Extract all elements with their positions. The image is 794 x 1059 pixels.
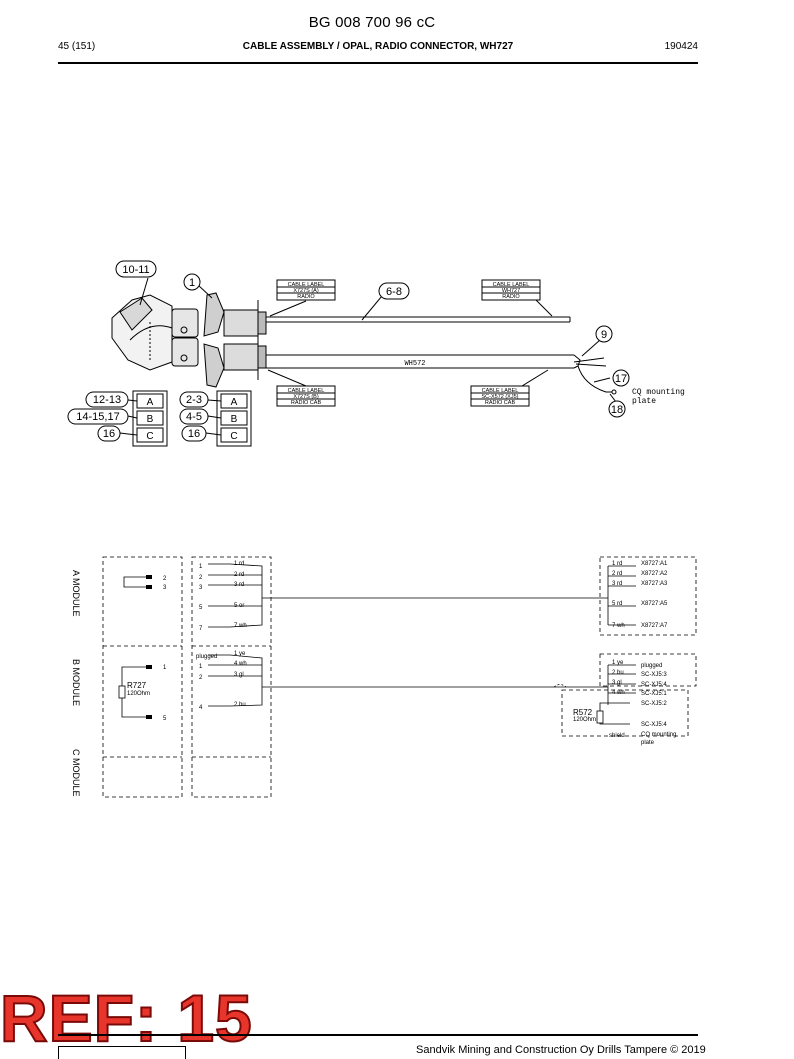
pin-label: 5 — [163, 716, 167, 722]
callout-10-11: 10-11 — [122, 264, 149, 276]
wire-label: 1 ye — [234, 651, 246, 657]
target-label: SC-XJ5:2 — [641, 701, 667, 707]
document-id: BG 008 700 96 cC — [308, 14, 436, 31]
callout-12-13: 12-13 — [93, 394, 121, 406]
target-label: SC-XJ5:3 — [641, 672, 667, 678]
callout-1: 1 — [189, 277, 195, 289]
page-title: CABLE ASSEMBLY / OPAL, RADIO CONNECTOR, … — [242, 41, 514, 52]
footer-copyright: Sandvik Mining and Construction Oy Drill… — [416, 1044, 706, 1056]
cell-a-left: A — [147, 397, 154, 408]
wire-label: 7 wh — [612, 623, 625, 629]
callout-16-left: 16 — [103, 428, 115, 440]
callout-14-15-17: 14-15,17 — [76, 411, 119, 423]
module-b-label: B MODULE — [71, 659, 81, 706]
page-number: 45 (151) — [58, 41, 96, 52]
cell-c-right: C — [230, 431, 237, 442]
pin-label: 7 — [199, 626, 203, 632]
wire-label: 7 wh — [234, 623, 247, 629]
resistor-name: R572 — [573, 708, 593, 717]
label-text: RADIO CAB — [291, 400, 322, 406]
shield-label: shield — [609, 733, 625, 739]
pin-label: 3 — [163, 585, 167, 591]
wire-label: 1 rd — [234, 561, 244, 567]
label-title: CABLE LABEL — [493, 282, 530, 288]
target-label: X8727:A3 — [641, 581, 668, 587]
callout-17: 17 — [615, 373, 627, 385]
target-label: X8727:A2 — [641, 571, 668, 577]
mounting-note: plate — [632, 397, 656, 406]
pin-label: 1 — [199, 664, 203, 670]
pin-label: 1 — [163, 665, 167, 671]
callout-6-8: 6-8 — [386, 286, 402, 298]
module-c-label: C MODULE — [71, 749, 81, 797]
label-title: CABLE LABEL — [288, 282, 325, 288]
callout-4-5: 4-5 — [186, 411, 202, 423]
label-title: CABLE LABEL — [288, 388, 325, 394]
document-date: 190424 — [664, 41, 698, 52]
footer-rule — [58, 1034, 698, 1036]
label-text: RADIO — [502, 294, 520, 300]
resistor-name: R727 — [127, 681, 147, 690]
pin-label: 1 — [199, 564, 203, 570]
cell-c-left: C — [146, 431, 153, 442]
target-label: SC-XJ5:4 — [641, 722, 667, 728]
cell-b-left: B — [147, 414, 154, 425]
plugged-label: plugged — [196, 654, 217, 660]
target-label: SC-XJ5:4 — [641, 682, 667, 688]
pin-label: 2 — [199, 675, 203, 681]
callout-18: 18 — [611, 404, 623, 416]
plugged-label: plugged — [641, 663, 662, 669]
wire-label: 1 rd — [612, 561, 622, 567]
wire-label: 4 wh — [612, 690, 625, 696]
cell-b-right: B — [231, 414, 238, 425]
wire-label: 1 ye — [612, 660, 624, 666]
resistor-value: 120Ohm — [127, 691, 150, 697]
wire-label: 3 gl — [612, 680, 622, 686]
wire-label: 2 bu — [234, 702, 246, 708]
pin-label: 5 — [199, 605, 203, 611]
callout-16-right: 16 — [188, 428, 200, 440]
wire-label: 2 rd — [234, 572, 244, 578]
header-rule — [58, 62, 698, 64]
ref-stamp: REF: 15 — [0, 981, 253, 1055]
label-text: WH727 — [502, 288, 520, 294]
pin-label: 3 — [199, 585, 203, 591]
label-text: X727S (A) — [293, 288, 319, 294]
wire-label: 5 or — [234, 603, 244, 609]
label-text: SC-X572 (XJ5) — [482, 394, 519, 400]
label-title: CABLE LABEL — [482, 388, 519, 394]
target-label: X8727:A1 — [641, 561, 668, 567]
wire-label: 5 rd — [612, 601, 622, 607]
header-row: 45 (151) CABLE ASSEMBLY / OPAL, RADIO CO… — [58, 41, 698, 55]
wire-label: 2 rd — [612, 571, 622, 577]
mounting-note: CQ mounting — [632, 388, 685, 397]
cable-name: WH572 — [404, 360, 425, 368]
label-text: X727S (B) — [293, 394, 319, 400]
callout-2-3: 2-3 — [186, 394, 202, 406]
target-label: X8727:A7 — [641, 623, 668, 629]
wire-label: 3 rd — [612, 581, 622, 587]
mounting-note: CQ mounting — [641, 732, 676, 738]
wire-label: 2 bu — [612, 670, 624, 676]
wire-label: 3 gl — [234, 672, 244, 678]
cell-a-right: A — [231, 397, 238, 408]
mounting-note: plate — [641, 740, 655, 746]
module-a-label: A MODULE — [71, 570, 81, 617]
callout-9: 9 — [601, 329, 607, 341]
wire-label: 4 wh — [234, 661, 247, 667]
target-label: X8727:A5 — [641, 601, 668, 607]
wire-label: 3 rd — [234, 582, 244, 588]
label-text: RADIO — [297, 294, 315, 300]
pin-label: 2 — [163, 576, 167, 582]
resistor-value: 120Ohm — [573, 717, 596, 723]
label-text: RADIO CAB — [485, 400, 516, 406]
pin-label: 2 — [199, 575, 203, 581]
pin-label: 4 — [199, 705, 203, 711]
target-label: SC-XJ5:1 — [641, 691, 667, 697]
